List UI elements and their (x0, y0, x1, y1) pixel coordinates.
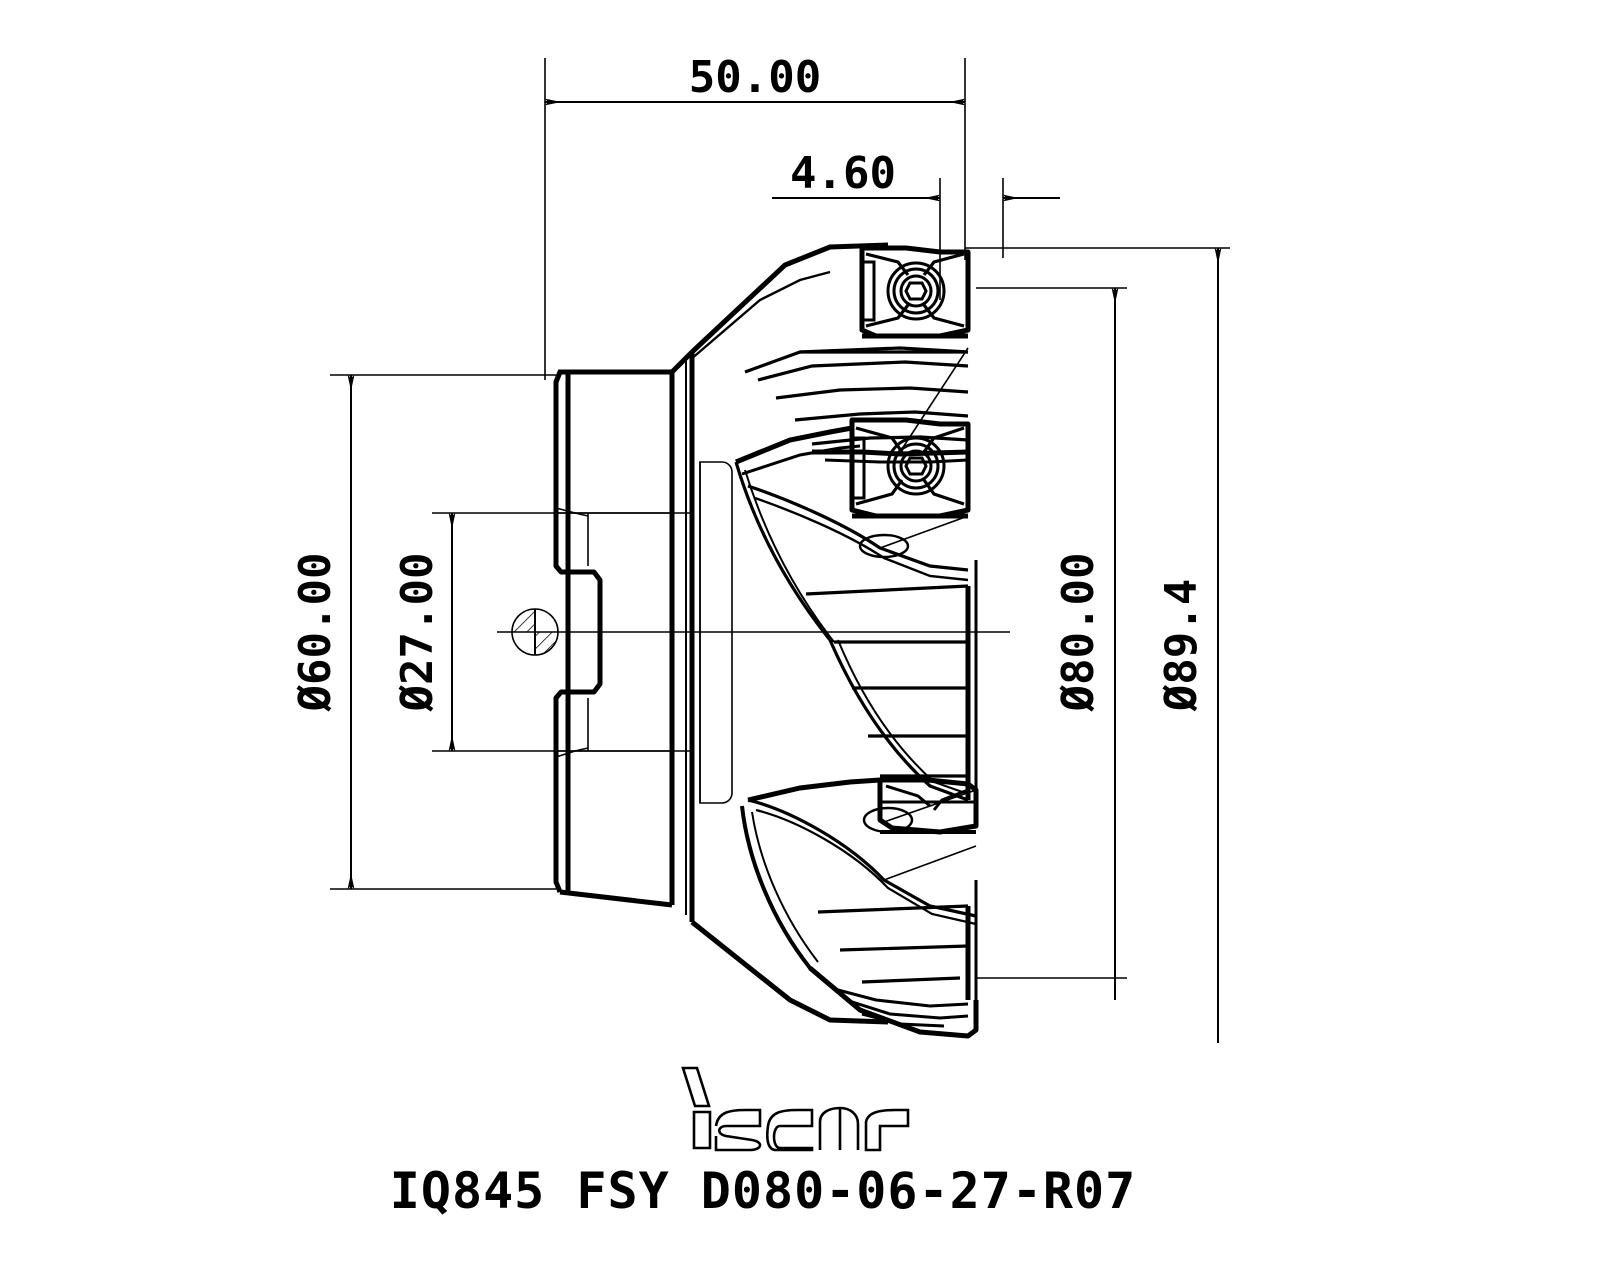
dimension-label-width-4p60: 4.60 (790, 148, 896, 199)
insert-middle-outline (849, 417, 971, 519)
body-center-band (805, 560, 978, 810)
coolant-hole-upper (858, 533, 910, 559)
nose-band-a (845, 998, 969, 1020)
pin-hatch-q4 (535, 632, 558, 655)
coolant-slot (692, 461, 733, 804)
flute-middle-line-a (741, 444, 861, 476)
screw-middle-inner-ring (899, 449, 933, 483)
relief-line-lower-b (883, 845, 977, 881)
dimension-dia-80 (976, 287, 1127, 1000)
logo-letter-s (714, 1108, 762, 1152)
flute-lower-band-b (817, 904, 969, 914)
flute-middle-curve-b (744, 469, 835, 643)
coolant-hole-lower (862, 806, 914, 834)
dimension-dia-60 (330, 374, 556, 890)
flute-upper-line-b (775, 386, 969, 400)
insert-upper-outline (859, 245, 971, 339)
nose-band-c (837, 988, 969, 1008)
logo-letter-r (864, 1108, 910, 1152)
logo-letter-i (692, 1110, 712, 1150)
insert-middle-facet-a (855, 426, 904, 453)
insert-upper-left-rib (862, 260, 876, 322)
upper-taper-inner (689, 270, 831, 361)
flute-middle-top-edge (735, 425, 853, 465)
drive-pin-detail (511, 608, 559, 656)
insert-middle-left-rib (852, 436, 866, 500)
cutter-body (511, 242, 979, 1039)
cutter-nose (808, 966, 979, 1039)
dimension-label-dia-89p4: Ø89.4 (1156, 579, 1207, 712)
insert-pocket-middle (849, 417, 971, 519)
hub-bottom-edge (559, 889, 673, 908)
body-lower-curve-b (837, 639, 969, 795)
flute-lower-outer-b (751, 811, 819, 963)
flute-upper-line-a (757, 360, 969, 382)
flute-middle-curve (734, 461, 832, 641)
coolant-slot-outline (699, 461, 733, 804)
dimension-label-dia-27: Ø27.00 (392, 553, 443, 713)
insert-lower-outline (877, 777, 979, 835)
flute-upper-line-d (811, 435, 969, 446)
flute-middle-scoop (747, 484, 969, 572)
dimension-label-dia-80: Ø80.00 (1053, 553, 1104, 713)
flute-lower-scoop (747, 798, 977, 918)
lower-taper-edge (690, 920, 889, 1025)
hub-outer-profile (553, 371, 603, 893)
dimension-label-length-50: 50.00 (689, 52, 821, 103)
pin-hatch-q2 (512, 609, 535, 632)
logo-i-dot (681, 1066, 711, 1108)
flute-lower-band-c (861, 976, 961, 984)
dimension-length-50 (544, 58, 966, 380)
cutter-shank (669, 352, 695, 922)
flute-lower-outer (740, 805, 969, 1038)
dimension-width-4p60 (772, 178, 1060, 300)
flute-lower-scoop-b (755, 808, 977, 926)
hub-flange (553, 350, 694, 908)
flute-lower-top (747, 777, 881, 803)
iscar-logo (681, 1066, 910, 1152)
upper-taper-edge (690, 242, 889, 354)
screw-upper-outer-ring (886, 261, 946, 321)
insert-lower-facet-b (932, 788, 969, 811)
hub-top-chamfer (553, 350, 694, 383)
relief-line-middle (879, 515, 969, 549)
flute-lower (740, 777, 978, 1038)
flute-upper-top (744, 346, 969, 374)
flute-lower-band-a (839, 944, 969, 952)
nose-band-b (861, 1012, 945, 1028)
dimension-label-dia-60: Ø60.00 (290, 553, 341, 713)
flute-middle (734, 425, 969, 643)
relief-line-lower-a (883, 789, 977, 823)
logo-letter-c (765, 1108, 814, 1152)
centerlines (497, 631, 1010, 633)
band-line-b (805, 584, 969, 596)
screw-middle-mid-ring (892, 442, 940, 490)
drawing-title: IQ845 FSY D080-06-27-R07 (390, 1162, 1136, 1220)
screw-middle-torx-socket (904, 456, 928, 476)
screw-middle-outer-ring (886, 436, 946, 496)
screw-upper-inner-ring (899, 274, 933, 308)
insert-middle-facet-c (855, 479, 904, 506)
screw-upper-mid-ring (892, 267, 940, 315)
flute-upper-line-c (794, 410, 969, 422)
dimension-dia-89p4 (965, 247, 1230, 1043)
logo-letter-a (818, 1106, 860, 1150)
screw-upper-torx-socket (904, 281, 928, 301)
flute-upper-relief (899, 347, 969, 453)
